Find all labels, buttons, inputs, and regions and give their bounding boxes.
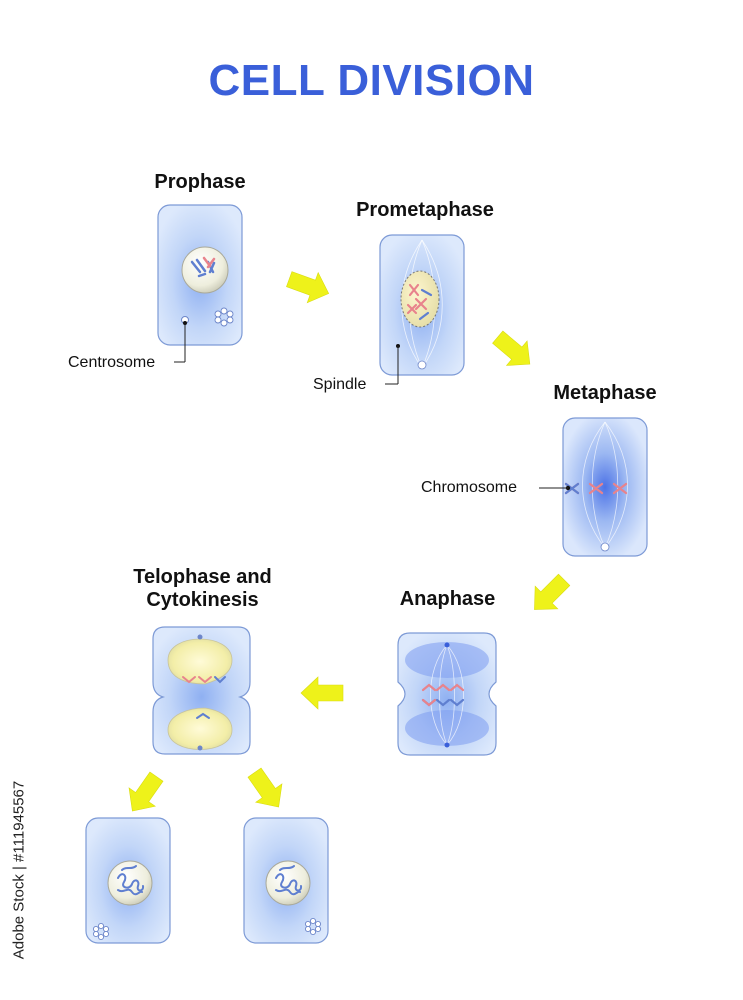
spindle-label: Spindle xyxy=(313,376,367,393)
daughter-left-centrosome xyxy=(92,922,110,941)
daughter-cell-left xyxy=(85,817,171,944)
telophase-label-line1: Telophase and xyxy=(133,566,272,588)
daughter-left-nucleus xyxy=(107,860,153,906)
flow-arrows xyxy=(128,271,571,812)
anaphase-label: Anaphase xyxy=(399,588,496,610)
arrow-anaphase-to-telophase xyxy=(300,676,344,710)
telophase-lower-daughter xyxy=(167,707,233,750)
daughter-right-chromatin xyxy=(275,865,303,896)
telophase-chromosomes-bottom xyxy=(196,712,210,719)
daughter-cell-right xyxy=(243,817,329,944)
metaphase-cell xyxy=(539,417,648,557)
telophase-upper-daughter xyxy=(167,638,233,685)
anaphase-spindle xyxy=(430,644,464,746)
daughter-right-centrosome xyxy=(304,917,322,936)
telophase-chromosomes-top xyxy=(182,676,212,684)
arrow-telophase-to-left-daughter xyxy=(128,771,164,812)
prophase-label: Prophase xyxy=(154,171,246,193)
anaphase-chromosomes-top xyxy=(421,683,465,692)
metaphase-cell-body xyxy=(562,417,648,557)
prophase-chromosome-red xyxy=(202,256,216,269)
telophase-label: Telophase and Cytokinesis xyxy=(100,566,305,612)
anaphase-cell xyxy=(397,632,497,756)
prometaphase-chromosomes xyxy=(406,283,428,315)
arrow-prometaphase-to-metaphase xyxy=(492,330,531,366)
arrow-telophase-to-right-daughter xyxy=(247,767,283,808)
prophase-cell xyxy=(157,204,243,363)
metaphase-label: Metaphase xyxy=(553,382,657,404)
arrow-prophase-to-prometaphase xyxy=(286,271,330,304)
daughter-left-chromatin xyxy=(117,865,145,896)
prometaphase-cell xyxy=(379,234,465,385)
prophase-aster xyxy=(214,307,234,327)
telophase-cell xyxy=(152,626,251,755)
prometaphase-pole xyxy=(417,360,427,370)
daughter-right-nucleus xyxy=(265,860,311,906)
arrow-metaphase-to-anaphase xyxy=(534,573,571,610)
chromosome-label: Chromosome xyxy=(421,479,518,496)
title: CELL DIVISION xyxy=(208,56,535,105)
centrosome-label: Centrosome xyxy=(68,354,156,371)
prometaphase-label: Prometaphase xyxy=(356,199,494,221)
telophase-label-line2: Cytokinesis xyxy=(146,589,259,611)
